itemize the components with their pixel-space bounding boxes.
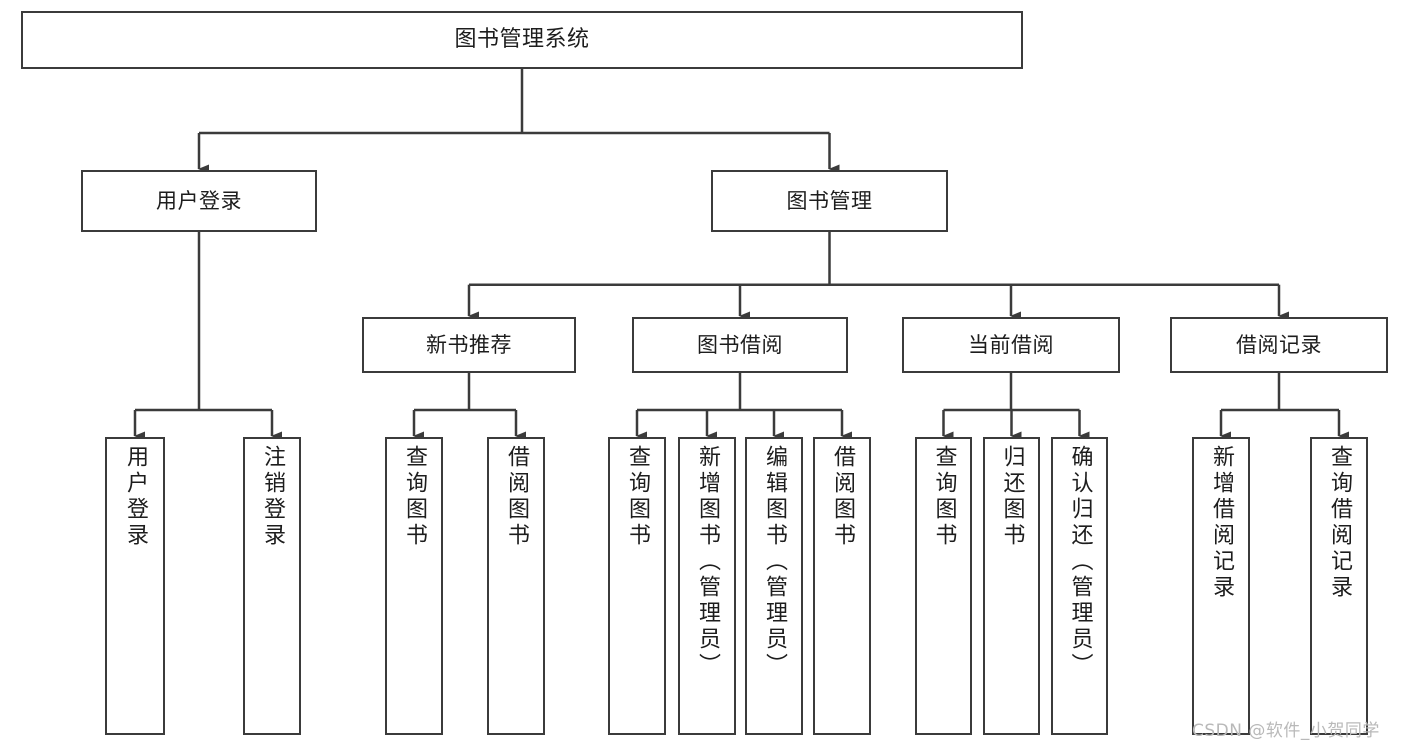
node-label: 确认归还（管理员） <box>1067 445 1093 679</box>
node-label: 用户登录 <box>123 445 148 549</box>
csdn-watermark: CSDN @软件_小贺同学 <box>1192 721 1380 741</box>
node-label: 当前借阅 <box>968 332 1054 357</box>
node-label: 查询图书 <box>402 445 427 549</box>
node-leaf-borrow-book-2[interactable]: 借阅图书 <box>813 437 871 735</box>
node-leaf-edit-book[interactable]: 编辑图书（管理员） <box>745 437 803 735</box>
node-label: 编辑图书（管理员） <box>762 445 787 679</box>
node-label: 查询借阅记录 <box>1327 445 1352 601</box>
node-leaf-borrow-book-1[interactable]: 借阅图书 <box>487 437 545 735</box>
node-label: 新增借阅记录 <box>1209 445 1234 601</box>
node-new-book-rec[interactable]: 新书推荐 <box>362 317 576 373</box>
node-leaf-query-book-2[interactable]: 查询图书 <box>608 437 666 735</box>
node-label: 归还图书 <box>999 445 1025 549</box>
node-current-borrow[interactable]: 当前借阅 <box>902 317 1120 373</box>
node-label: 新增图书（管理员） <box>695 445 720 679</box>
node-label: 查询图书 <box>931 445 957 549</box>
node-label: 图书管理 <box>786 188 873 213</box>
node-book-mgmt[interactable]: 图书管理 <box>711 170 948 232</box>
node-borrow-record[interactable]: 借阅记录 <box>1170 317 1388 373</box>
node-book-borrow[interactable]: 图书借阅 <box>632 317 848 373</box>
node-root[interactable]: 图书管理系统 <box>21 11 1023 69</box>
node-leaf-add-record[interactable]: 新增借阅记录 <box>1192 437 1250 735</box>
node-label: 查询图书 <box>625 445 650 549</box>
node-leaf-add-book[interactable]: 新增图书（管理员） <box>678 437 736 735</box>
node-user-login[interactable]: 用户登录 <box>81 170 317 232</box>
node-leaf-user-login[interactable]: 用户登录 <box>105 437 165 735</box>
node-leaf-query-record[interactable]: 查询借阅记录 <box>1310 437 1368 735</box>
node-label: 借阅图书 <box>504 445 529 549</box>
node-label: 图书借阅 <box>697 332 783 357</box>
node-label: 借阅图书 <box>830 445 855 549</box>
node-label: 新书推荐 <box>426 332 512 357</box>
node-label: 借阅记录 <box>1236 332 1322 357</box>
node-label: 用户登录 <box>156 188 242 213</box>
node-leaf-query-book-1[interactable]: 查询图书 <box>385 437 443 735</box>
node-leaf-return-book[interactable]: 归还图书 <box>983 437 1040 735</box>
node-label: 图书管理系统 <box>454 27 590 53</box>
node-label: 注销登录 <box>260 445 285 549</box>
node-leaf-logout[interactable]: 注销登录 <box>243 437 301 735</box>
node-leaf-confirm-ret[interactable]: 确认归还（管理员） <box>1051 437 1108 735</box>
node-leaf-query-book-3[interactable]: 查询图书 <box>915 437 972 735</box>
